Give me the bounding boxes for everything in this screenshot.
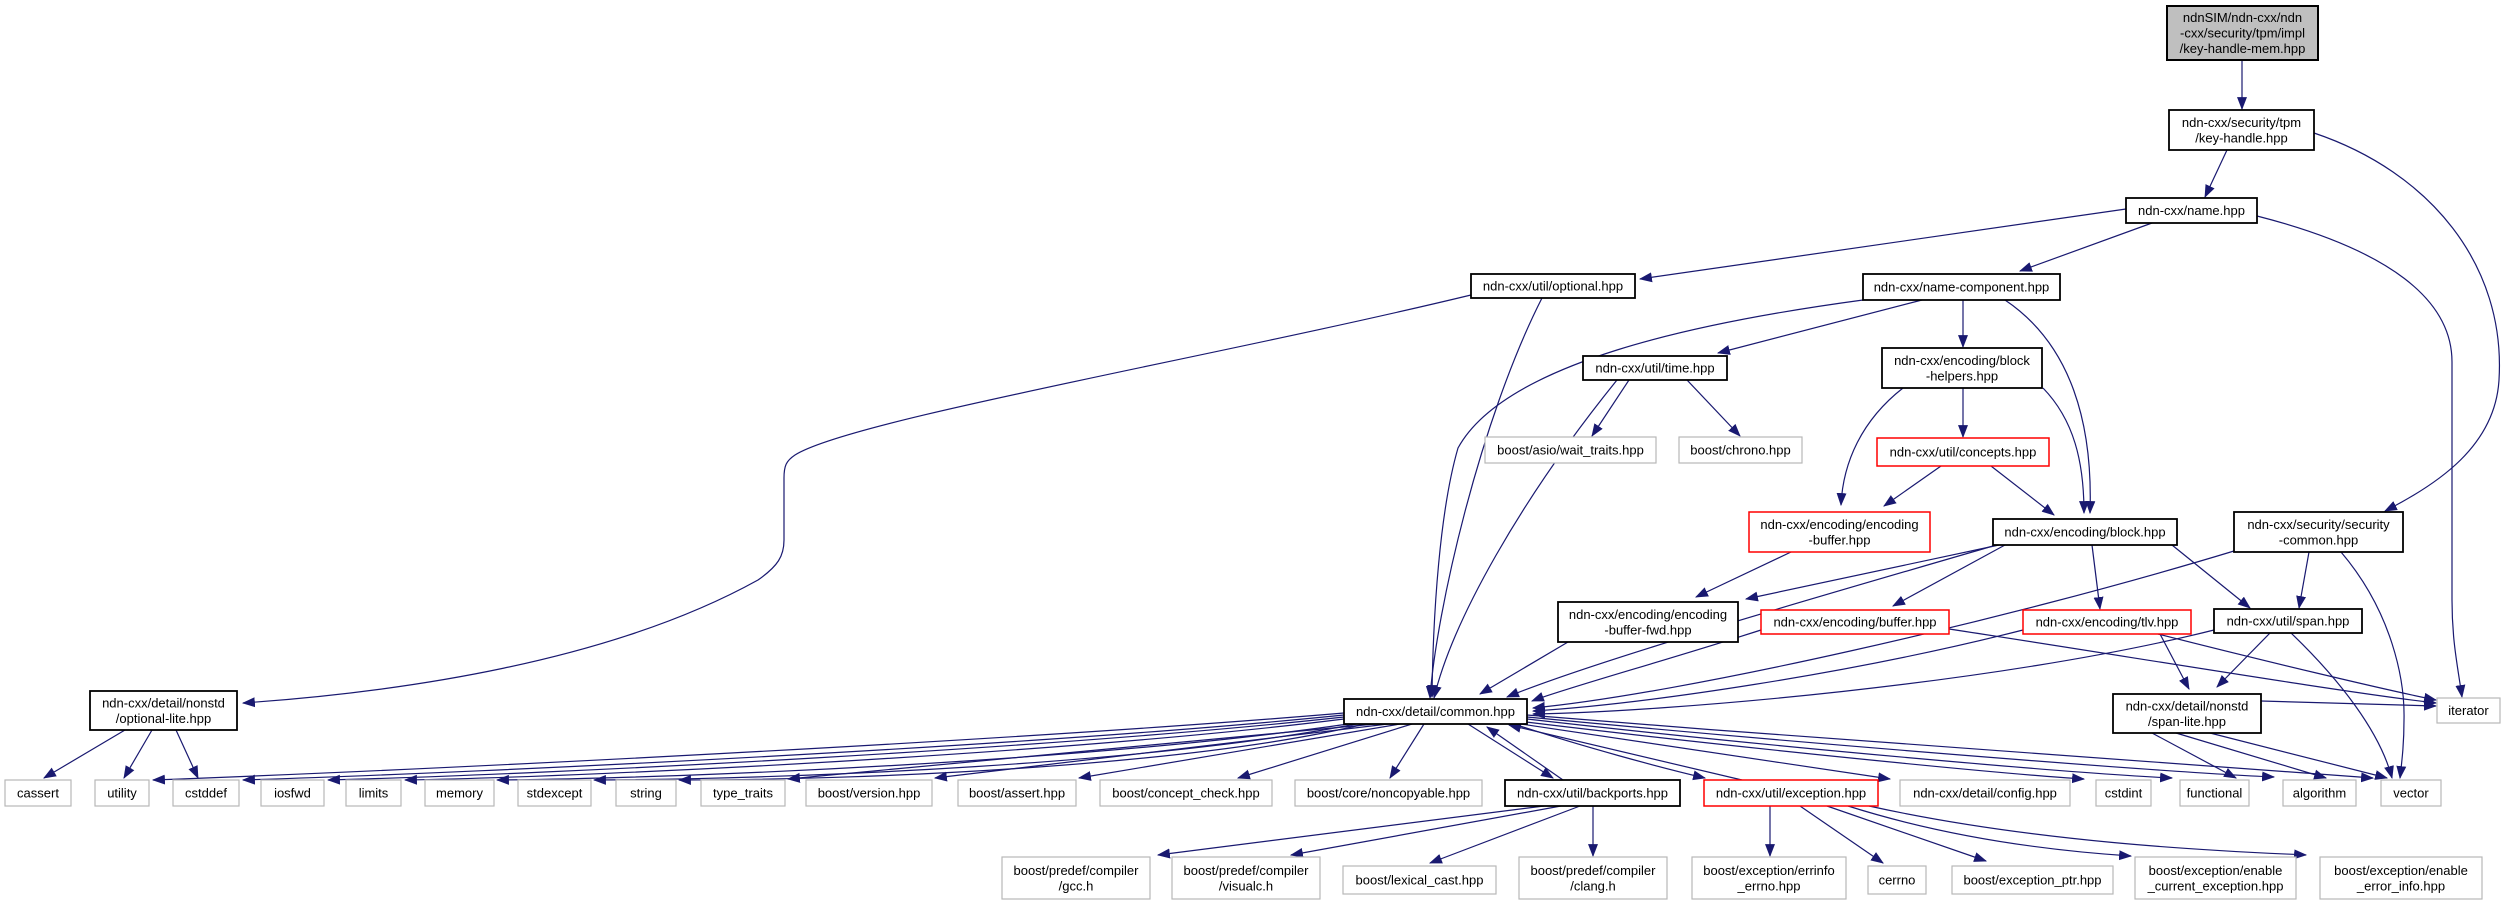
svg-text:boost/predef/compiler: boost/predef/compiler <box>1013 863 1139 878</box>
svg-text:algorithm: algorithm <box>2293 786 2346 801</box>
svg-text:limits: limits <box>359 786 389 801</box>
svg-text:ndn-cxx/encoding/buffer.hpp: ndn-cxx/encoding/buffer.hpp <box>1773 615 1936 630</box>
svg-text:vector: vector <box>2393 786 2429 801</box>
svg-text:/span-lite.hpp: /span-lite.hpp <box>2148 714 2226 729</box>
svg-text:boost/predef/compiler: boost/predef/compiler <box>1530 863 1656 878</box>
svg-text:ndn-cxx/encoding/encoding: ndn-cxx/encoding/encoding <box>1760 517 1918 532</box>
svg-text:cstdint: cstdint <box>2105 786 2143 801</box>
svg-text:/key-handle.hpp: /key-handle.hpp <box>2195 130 2288 145</box>
svg-text:ndn-cxx/encoding/block.hpp: ndn-cxx/encoding/block.hpp <box>2004 525 2165 540</box>
svg-text:_error_info.hpp: _error_info.hpp <box>2356 878 2445 893</box>
svg-text:ndn-cxx/detail/nonstd: ndn-cxx/detail/nonstd <box>2126 698 2249 713</box>
svg-text:ndn-cxx/util/time.hpp: ndn-cxx/util/time.hpp <box>1595 361 1714 376</box>
svg-text:boost/version.hpp: boost/version.hpp <box>818 786 921 801</box>
svg-text:ndnSIM/ndn-cxx/ndn: ndnSIM/ndn-cxx/ndn <box>2183 10 2302 25</box>
svg-text:/key-handle-mem.hpp: /key-handle-mem.hpp <box>2180 41 2306 56</box>
svg-text:ndn-cxx/util/span.hpp: ndn-cxx/util/span.hpp <box>2227 614 2350 629</box>
svg-text:boost/core/noncopyable.hpp: boost/core/noncopyable.hpp <box>1307 786 1470 801</box>
svg-text:/optional-lite.hpp: /optional-lite.hpp <box>116 711 211 726</box>
svg-text:ndn-cxx/detail/common.hpp: ndn-cxx/detail/common.hpp <box>1356 704 1515 719</box>
svg-text:memory: memory <box>436 786 483 801</box>
svg-text:utility: utility <box>107 786 137 801</box>
svg-text:cerrno: cerrno <box>1879 873 1916 888</box>
svg-text:ndn-cxx/encoding/block: ndn-cxx/encoding/block <box>1894 353 2030 368</box>
svg-text:ndn-cxx/util/concepts.hpp: ndn-cxx/util/concepts.hpp <box>1890 445 2037 460</box>
svg-text:boost/exception/enable: boost/exception/enable <box>2334 863 2468 878</box>
svg-text:-cxx/security/tpm/impl: -cxx/security/tpm/impl <box>2180 26 2305 41</box>
svg-text:_errno.hpp: _errno.hpp <box>1737 878 1801 893</box>
svg-text:iterator: iterator <box>2448 703 2489 718</box>
svg-text:ndn-cxx/security/security: ndn-cxx/security/security <box>2247 517 2390 532</box>
svg-text:ndn-cxx/util/backports.hpp: ndn-cxx/util/backports.hpp <box>1517 786 1668 801</box>
svg-text:functional: functional <box>2187 786 2243 801</box>
svg-text:boost/asio/wait_traits.hpp: boost/asio/wait_traits.hpp <box>1497 443 1644 458</box>
svg-text:boost/assert.hpp: boost/assert.hpp <box>969 786 1065 801</box>
svg-text:ndn-cxx/name.hpp: ndn-cxx/name.hpp <box>2138 203 2245 218</box>
svg-text:boost/lexical_cast.hpp: boost/lexical_cast.hpp <box>1356 873 1484 888</box>
svg-text:cstddef: cstddef <box>185 786 227 801</box>
svg-text:ndn-cxx/security/tpm: ndn-cxx/security/tpm <box>2182 115 2301 130</box>
svg-text:ndn-cxx/util/optional.hpp: ndn-cxx/util/optional.hpp <box>1483 279 1623 294</box>
svg-text:-buffer-fwd.hpp: -buffer-fwd.hpp <box>1604 622 1691 637</box>
svg-text:boost/exception/enable: boost/exception/enable <box>2149 863 2283 878</box>
svg-text:cassert: cassert <box>17 786 59 801</box>
svg-text:boost/predef/compiler: boost/predef/compiler <box>1183 863 1309 878</box>
svg-text:/gcc.h: /gcc.h <box>1059 878 1094 893</box>
svg-text:iosfwd: iosfwd <box>274 786 311 801</box>
svg-text:type_traits: type_traits <box>713 786 773 801</box>
svg-text:_current_exception.hpp: _current_exception.hpp <box>2147 878 2284 893</box>
svg-text:-helpers.hpp: -helpers.hpp <box>1926 368 1998 383</box>
svg-text:ndn-cxx/encoding/tlv.hpp: ndn-cxx/encoding/tlv.hpp <box>2036 615 2179 630</box>
svg-text:ndn-cxx/name-component.hpp: ndn-cxx/name-component.hpp <box>1874 280 2050 295</box>
svg-text:/clang.h: /clang.h <box>1570 878 1616 893</box>
svg-text:-common.hpp: -common.hpp <box>2279 532 2358 547</box>
svg-text:-buffer.hpp: -buffer.hpp <box>1809 532 1871 547</box>
svg-text:boost/exception_ptr.hpp: boost/exception_ptr.hpp <box>1963 873 2101 888</box>
svg-text:boost/exception/errinfo: boost/exception/errinfo <box>1703 863 1835 878</box>
svg-text:ndn-cxx/util/exception.hpp: ndn-cxx/util/exception.hpp <box>1716 786 1866 801</box>
svg-text:ndn-cxx/encoding/encoding: ndn-cxx/encoding/encoding <box>1569 607 1727 622</box>
svg-text:boost/concept_check.hpp: boost/concept_check.hpp <box>1112 786 1259 801</box>
svg-text:stdexcept: stdexcept <box>527 786 583 801</box>
svg-text:ndn-cxx/detail/config.hpp: ndn-cxx/detail/config.hpp <box>1913 786 2057 801</box>
svg-text:/visualc.h: /visualc.h <box>1219 878 1273 893</box>
svg-text:ndn-cxx/detail/nonstd: ndn-cxx/detail/nonstd <box>102 695 225 710</box>
svg-text:string: string <box>630 786 662 801</box>
svg-text:boost/chrono.hpp: boost/chrono.hpp <box>1690 443 1790 458</box>
